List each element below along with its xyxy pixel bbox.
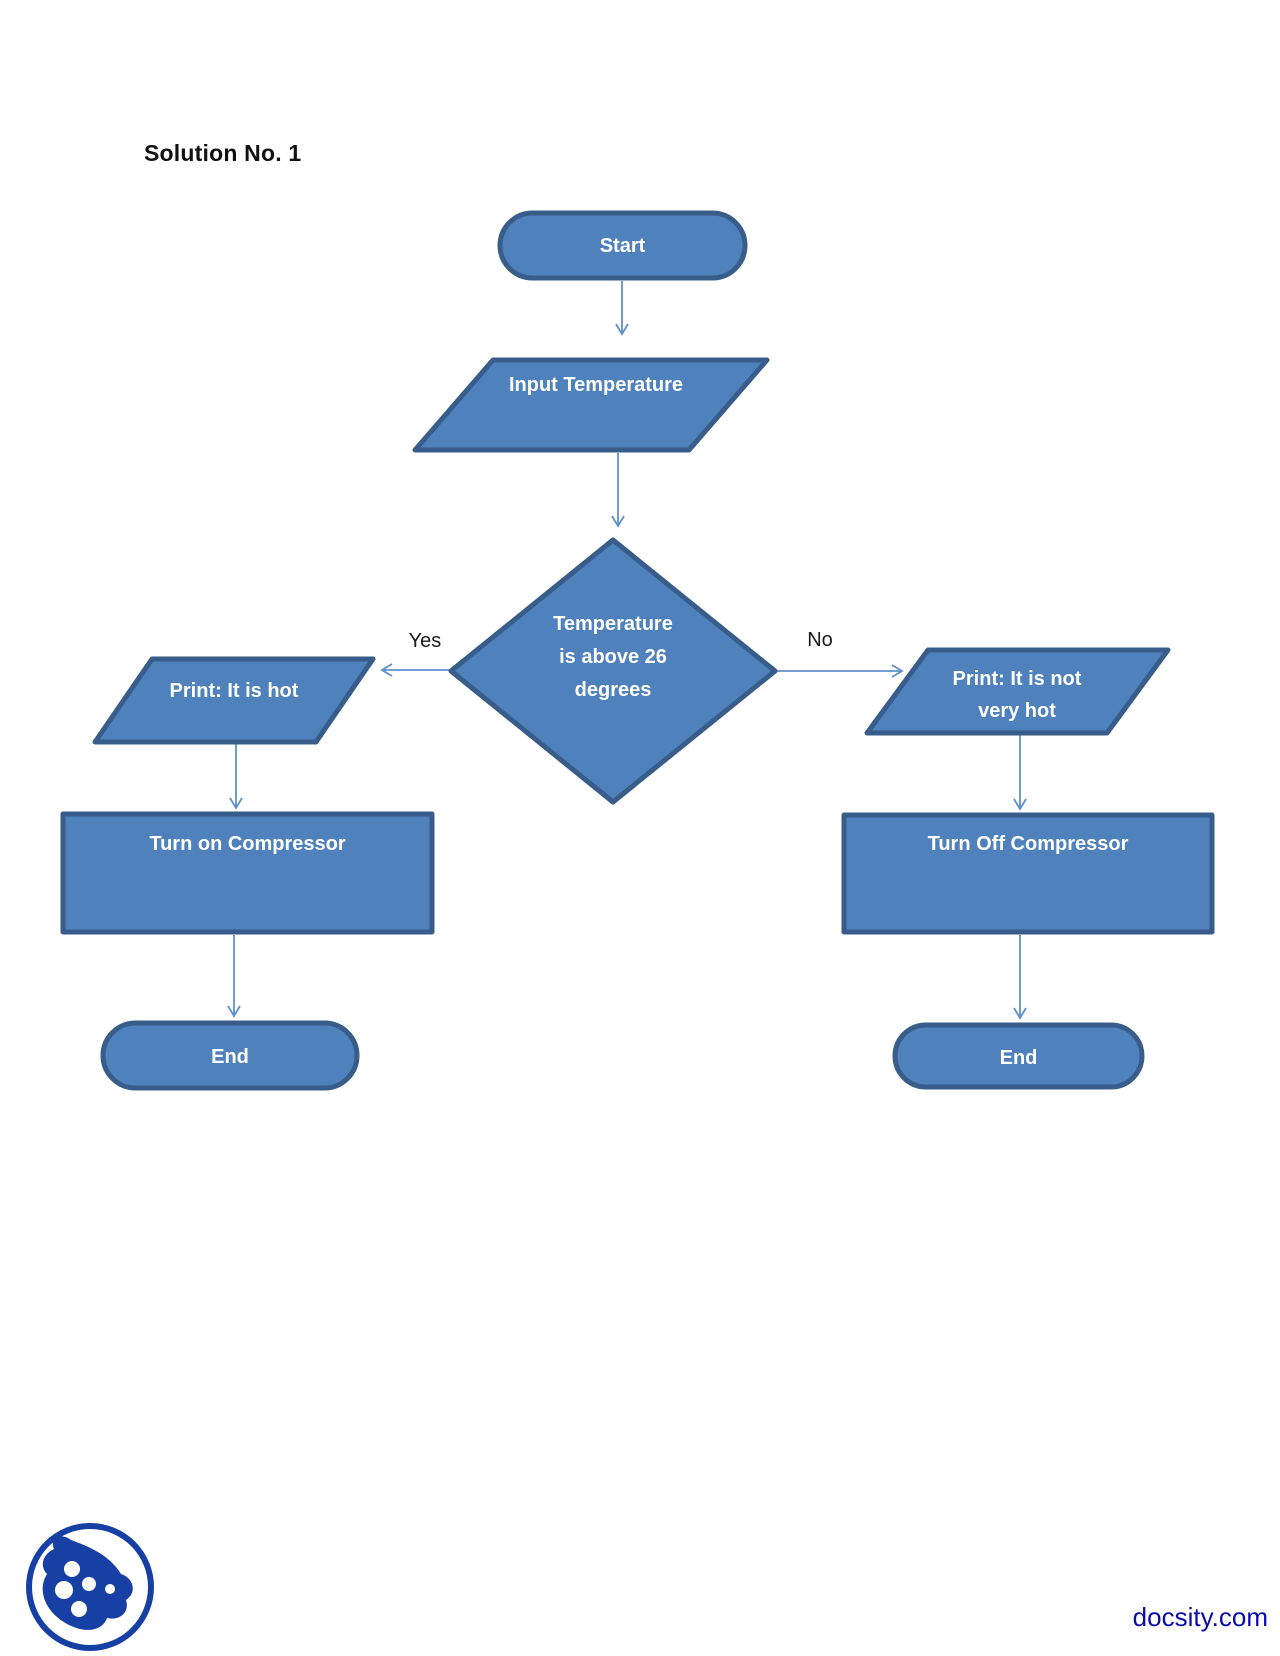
turn-off-compressor-node <box>841 812 1215 935</box>
decision-node <box>448 537 778 805</box>
end-right-node-label: End <box>999 1047 1038 1069</box>
end-left-node <box>100 1020 360 1091</box>
print-not-very-hot-node-label: Print: It is not very hot <box>937 663 1097 727</box>
print-hot-node-label: Print: It is hot <box>169 680 299 702</box>
print-not-very-hot-node <box>864 647 1171 736</box>
turn-on-compressor-node <box>60 811 435 935</box>
logo-holes <box>55 1561 115 1617</box>
decision-line-1: Temperature <box>553 613 673 635</box>
page-title: Solution No. 1 <box>144 140 302 166</box>
turn-off-compressor-node-label: Turn Off Compressor <box>927 833 1129 855</box>
input-temperature-node-label: Input Temperature <box>508 374 684 396</box>
decision-line-3: degrees <box>574 679 652 701</box>
decision-node-label: Temperature is above 26 degrees <box>548 608 678 707</box>
start-node-label: Start <box>599 235 646 257</box>
end-left-node-label: End <box>211 1046 249 1068</box>
watermark-link[interactable]: docsity.com <box>1132 1602 1268 1632</box>
print-not-very-hot-line-2: very hot <box>978 700 1056 722</box>
docsity-logo-icon <box>26 1523 154 1651</box>
yes-branch-label: Yes <box>408 630 442 652</box>
turn-on-compressor-node-label: Turn on Compressor <box>149 833 346 855</box>
print-not-very-hot-line-1: Print: It is not <box>952 668 1082 690</box>
no-branch-label: No <box>807 629 833 651</box>
input-temperature-node <box>412 357 770 453</box>
decision-line-2: is above 26 <box>559 646 667 668</box>
print-hot-node <box>92 656 376 745</box>
end-right-node <box>892 1022 1145 1090</box>
start-node <box>497 210 748 281</box>
